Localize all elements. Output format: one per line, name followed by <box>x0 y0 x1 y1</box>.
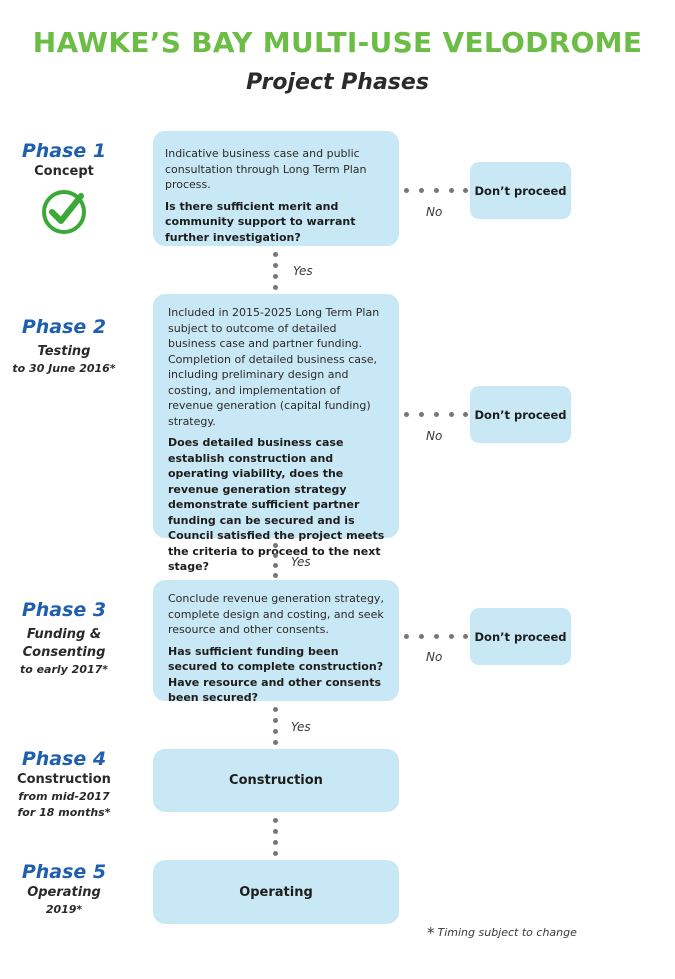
phase-1-label: Phase 1 Concept <box>0 139 128 240</box>
phase-1-box-question: Is there sufficient merit and community … <box>165 199 356 244</box>
phase-5-name: Phase 5 <box>21 861 107 883</box>
yes-label-2: Yes <box>291 555 311 569</box>
connector-4 <box>273 818 279 858</box>
phase-5-sub: Operating <box>27 885 101 900</box>
yes-connector-2 <box>273 543 279 578</box>
phase-4-sub: Construction <box>17 772 111 787</box>
phase-3-label: Phase 3 Funding & Consenting to early 20… <box>0 598 128 678</box>
phase-2-sub: Testing <box>37 344 91 359</box>
page-title: HAWKE’S BAY MULTI-USE VELODROME <box>32 26 643 59</box>
yes-label-3: Yes <box>291 720 311 734</box>
no-label-3: No <box>426 650 443 664</box>
phase-4-note2: for 18 months* <box>17 806 111 819</box>
phase-2-label: Phase 2 Testing to 30 June 2016* <box>0 315 128 377</box>
yes-connector-1 <box>273 252 279 292</box>
phase-2-box: Included in 2015-2025 Long Term Plan sub… <box>153 294 399 573</box>
phase-3-sub: Funding & <box>26 627 102 642</box>
phase-2-note: to 30 June 2016* <box>12 362 116 375</box>
phase-4-name: Phase 4 <box>21 748 107 770</box>
phase-5-note: 2019* <box>45 903 83 916</box>
footnote: *Timing subject to change <box>427 924 577 942</box>
phase-4-label: Phase 4 Construction from mid-2017 for 1… <box>0 747 128 821</box>
phase-2-name: Phase 2 <box>21 316 107 338</box>
phase-3-note: to early 2017* <box>19 663 109 676</box>
phase-4-note: from mid-2017 <box>18 790 110 803</box>
dont-proceed-box-3: Don’t proceed <box>470 608 571 665</box>
phase-5-label: Phase 5 Operating 2019* <box>0 860 128 918</box>
phase-3-box: Conclude revenue generation strategy, co… <box>153 580 399 704</box>
no-connector-2 <box>404 412 468 418</box>
phase-3-name: Phase 3 <box>21 599 107 621</box>
phase-3-sub2: Consenting <box>22 645 106 660</box>
phase-1-sub: Concept <box>34 164 94 179</box>
no-label-1: No <box>426 205 443 219</box>
dont-proceed-box-1: Don’t proceed <box>470 162 571 219</box>
no-connector-3 <box>404 634 468 640</box>
yes-label-1: Yes <box>293 264 313 278</box>
dont-proceed-box-2: Don’t proceed <box>470 386 571 443</box>
check-circle-icon <box>42 190 86 234</box>
phase-2-box-text: Included in 2015-2025 Long Term Plan sub… <box>168 306 380 428</box>
footnote-text: Timing subject to change <box>437 926 577 939</box>
phase-1-box: Indicative business case and public cons… <box>153 131 399 246</box>
operating-box: Operating <box>153 860 399 924</box>
no-connector-1 <box>404 188 468 194</box>
phase-2-box-question: Does detailed business case establish co… <box>168 436 385 573</box>
phase-1-name: Phase 1 <box>21 140 107 162</box>
yes-connector-3 <box>273 707 279 747</box>
footnote-asterisk: * <box>427 924 435 942</box>
phase-3-box-question: Has sufficient funding been secured to c… <box>168 644 384 705</box>
page-subtitle: Project Phases <box>246 70 429 95</box>
phase-3-box-text: Conclude revenue generation strategy, co… <box>168 592 384 636</box>
construction-box: Construction <box>153 749 399 812</box>
no-label-2: No <box>426 429 443 443</box>
phase-1-box-text: Indicative business case and public cons… <box>165 147 367 191</box>
